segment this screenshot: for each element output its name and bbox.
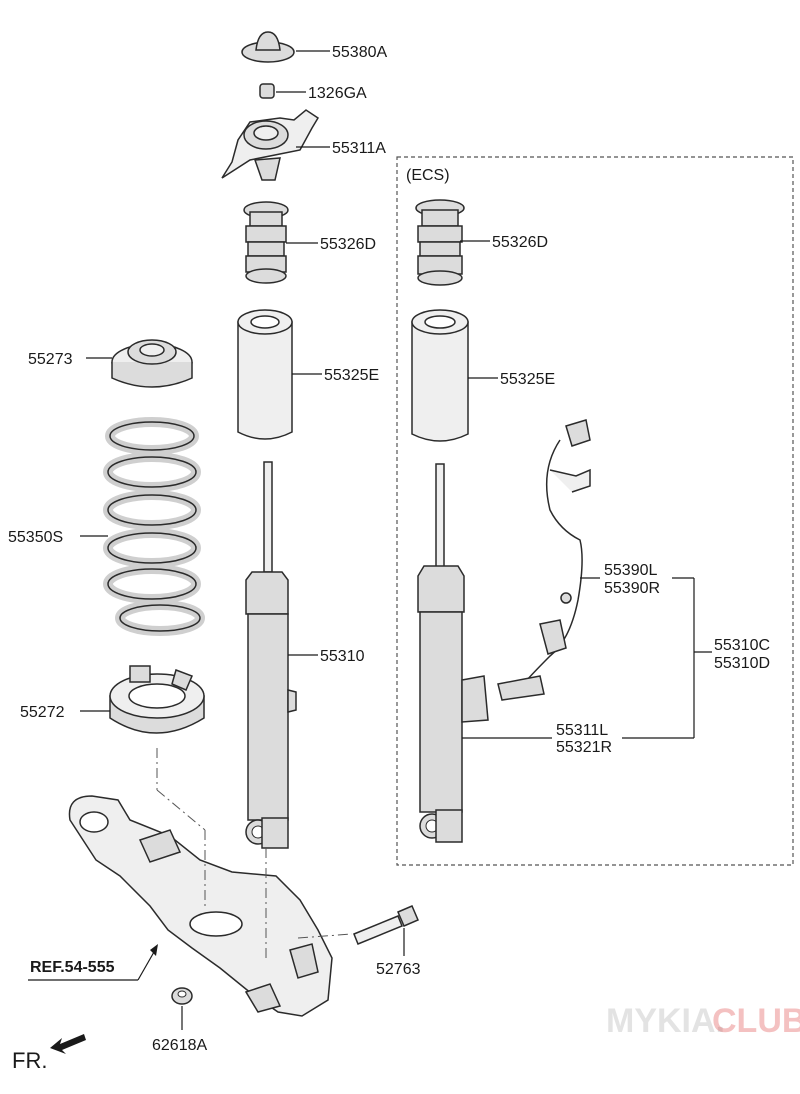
label-ref: REF.54-555 — [30, 959, 115, 976]
label-55326d-right: 55326D — [492, 234, 548, 251]
coil-spring-part — [103, 417, 205, 636]
nut-part — [259, 83, 275, 99]
upper-mount-part — [221, 109, 320, 181]
label-55350s: 55350S — [8, 529, 63, 546]
upper-spring-pad-part — [111, 339, 193, 388]
ref-arrow-icon — [150, 944, 158, 956]
bolt-part — [353, 905, 419, 945]
shock-absorber-left-part — [245, 461, 297, 849]
label-55310c: 55310C — [714, 637, 770, 654]
label-55390r: 55390R — [604, 580, 660, 597]
label-55310: 55310 — [320, 648, 365, 665]
label-55311l: 55311L — [556, 722, 608, 739]
watermark: MYKIA. CLUB — [606, 1002, 800, 1040]
label-52763: 52763 — [376, 961, 421, 978]
label-1326ga: 1326GA — [308, 85, 367, 102]
dust-cover-right-part — [411, 309, 469, 442]
label-fr: FR. — [12, 1048, 47, 1073]
bump-stop-right-part — [415, 199, 465, 286]
bump-stop-left-part — [243, 201, 289, 284]
label-55272: 55272 — [20, 704, 65, 721]
label-55311a: 55311A — [332, 140, 386, 157]
label-55390l: 55390L — [604, 562, 657, 579]
watermark-part1: MYKIA. — [606, 1002, 725, 1040]
ecs-group-box — [396, 156, 794, 866]
watermark-part2: CLUB — [712, 1002, 800, 1040]
dust-cap-part — [241, 31, 295, 63]
label-55310d: 55310D — [714, 655, 770, 672]
lower-control-arm-part — [68, 795, 333, 1017]
front-direction-arrow-icon — [50, 1034, 86, 1054]
label-55380a: 55380A — [332, 44, 387, 61]
label-55326d-left: 55326D — [320, 236, 376, 253]
flange-nut-part — [171, 987, 193, 1005]
ecs-wire-harness-part — [497, 419, 591, 701]
label-ecs: (ECS) — [406, 167, 450, 184]
label-55325e-left: 55325E — [324, 367, 379, 384]
shock-absorber-ecs-part — [417, 463, 489, 843]
label-55325e-right: 55325E — [500, 371, 555, 388]
dust-cover-left-part — [237, 309, 293, 440]
lower-spring-seat-part — [109, 665, 205, 734]
label-55321r: 55321R — [556, 739, 612, 756]
label-55273: 55273 — [28, 351, 73, 368]
label-62618a: 62618A — [152, 1037, 207, 1054]
